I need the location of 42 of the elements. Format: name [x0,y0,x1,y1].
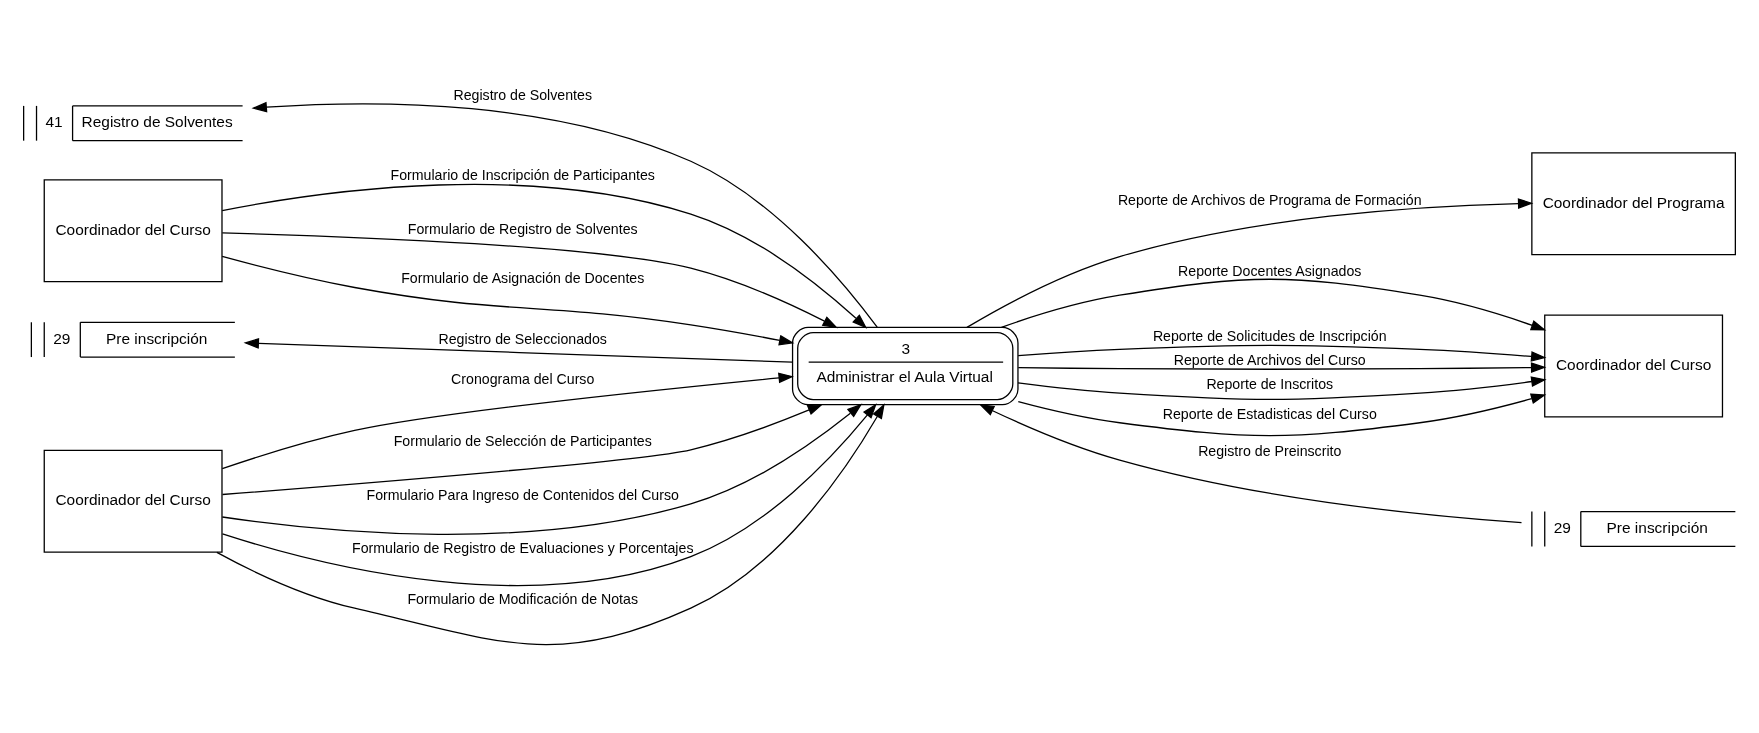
node-text: 41 Registro de Solventes [45,112,233,130]
edge-label: Cronograma del Curso [451,370,595,387]
arrow [243,337,793,363]
arrow [966,197,1534,328]
edge-label: Formulario de Registro de Solventes [407,220,638,237]
arrow [221,255,795,346]
node-box: 3 Administrar el Aula Virtual [791,326,1019,405]
edge-label: Formulario de Registro de Evaluaciones y Porcentajes [351,539,694,556]
edge-label: Formulario Para Ingreso de Contenidos del Curso [366,486,679,503]
arrow [221,402,877,586]
node-box: Coordinador del Programa [1531,151,1736,255]
edge-label: Reporte de Inscritos [1206,375,1334,392]
edge-label: Reporte de Archivos de Programa de Formación [1117,191,1422,208]
edge-label: Formulario de Selección de Participantes [393,432,652,449]
edge-label: Formulario de Asignación de Docentes [401,269,645,286]
edge-label: Reporte de Estadisticas del Curso [1162,405,1377,422]
arrow [1017,361,1547,373]
node-text: 29 Pre inscripción [1553,518,1708,536]
edge-label: Registro de Seleccionados [438,330,607,347]
edge-label: Reporte de Solicitudes de Inscripción [1152,327,1387,344]
arrow [1017,375,1547,400]
edge-label: Formulario de Inscripción de Participantes [390,166,655,183]
edge-label: Registro de Preinscrito [1198,442,1342,459]
arrow [1000,278,1547,330]
arrow [1017,344,1547,362]
arrow [221,183,868,329]
edge-label: Formulario de Modificación de Notas [407,590,638,607]
node-box: Coordinador del Curso [43,178,223,282]
arrow [216,402,885,645]
arrow [221,231,838,328]
edge-label: Registro de Solventes [453,86,592,103]
arrow [221,372,794,469]
edge-label: Reporte de Archivos del Curso [1173,351,1366,368]
edge-label: Reporte Docentes Asignados [1178,262,1362,279]
arrow [251,101,878,328]
arrow [1017,393,1547,436]
arrow [221,403,863,535]
node-text: 29 Pre inscripción [53,329,208,347]
arrow [978,403,1523,523]
node-box: Coordinador del Curso [43,449,223,553]
arrow [221,403,823,495]
node-box: Coordinador del Curso [1544,314,1724,418]
